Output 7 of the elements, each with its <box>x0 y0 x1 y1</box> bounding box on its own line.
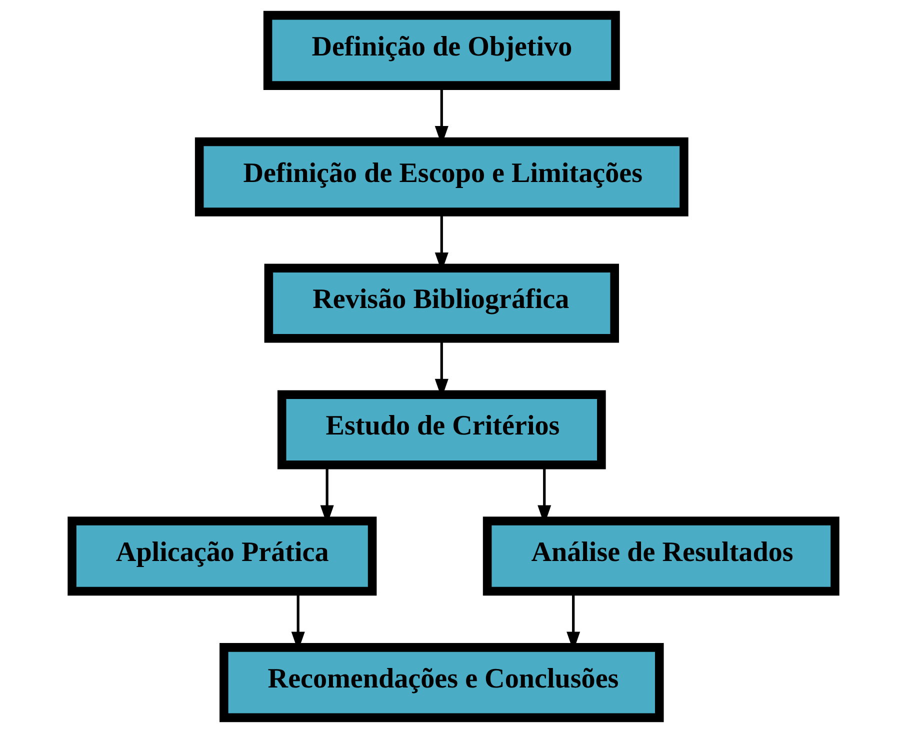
node-box: Recomendações e Conclusões <box>220 643 664 722</box>
node-box: Definição de Objetivo <box>263 10 620 90</box>
node-box: Aplicação Prática <box>68 516 377 596</box>
node-box: Análise de Resultados <box>482 516 840 596</box>
node-box: Estudo de Critérios <box>277 390 606 470</box>
node-box: Revisão Bibliográfica <box>264 264 619 343</box>
node-box: Definição de Escopo e Limitações <box>194 137 688 216</box>
